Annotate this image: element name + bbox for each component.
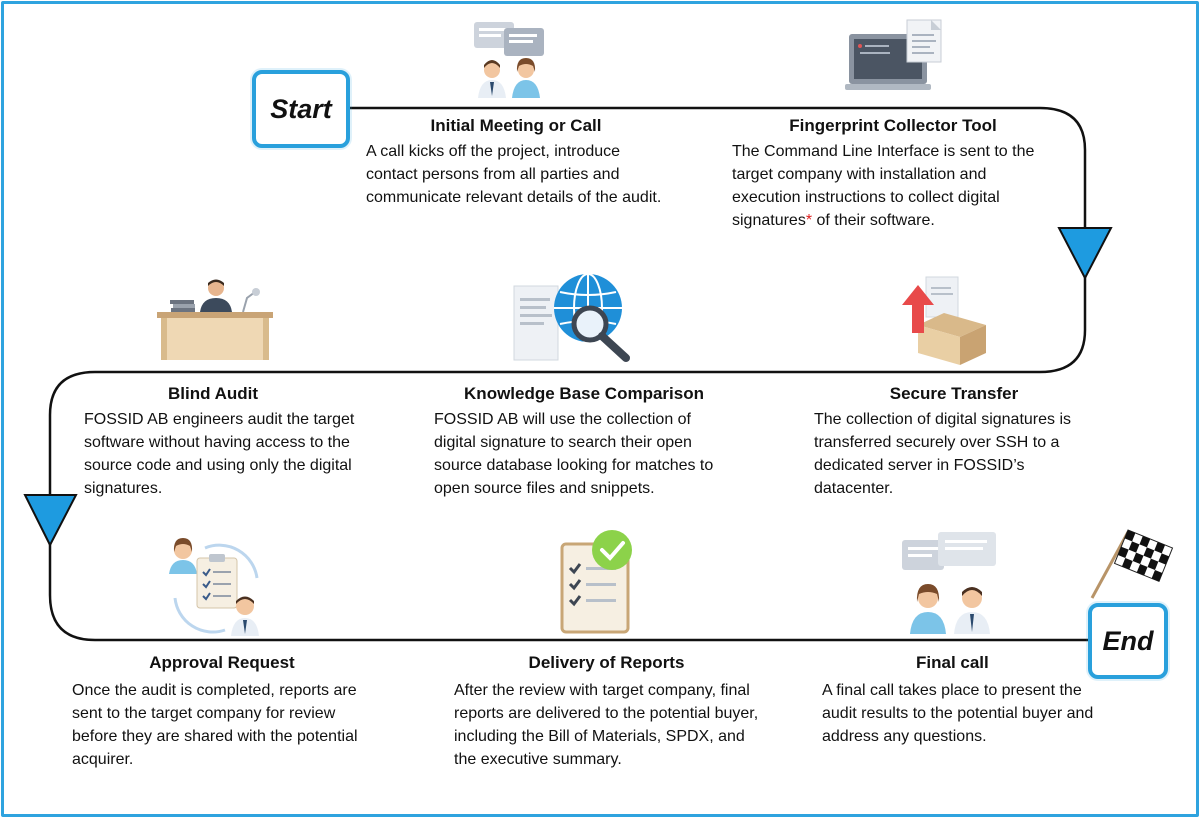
step-title: Knowledge Base Comparison — [464, 384, 704, 403]
step-title: Fingerprint Collector Tool — [789, 116, 997, 135]
step-blind-audit: Blind Audit FOSSID AB engineers audit th… — [84, 384, 384, 500]
step-delivery-of-reports: Delivery of Reports After the review wit… — [454, 653, 759, 771]
step-description: After the review with target company, fi… — [454, 682, 759, 768]
step-title: Blind Audit — [168, 384, 259, 403]
globe-search-icon — [513, 273, 630, 362]
meeting-chat-icon — [474, 22, 544, 98]
step-final-call: Final call A final call takes place to p… — [822, 653, 1102, 748]
step-description: FOSSID AB will use the collection of dig… — [434, 411, 714, 497]
laptop-cli-icon — [845, 19, 942, 90]
step-title: Secure Transfer — [889, 384, 1019, 403]
step-knowledge-base: Knowledge Base Comparison FOSSID AB will… — [434, 384, 734, 500]
final-call-chat-icon — [902, 532, 996, 634]
step-description: The Command Line Interface is sent to th… — [732, 140, 1054, 232]
step-title: Approval Request — [149, 653, 295, 672]
step-title: Final call — [916, 653, 989, 672]
checklist-report-icon — [560, 530, 632, 634]
step-description-text: The Command Line Interface is sent to th… — [732, 143, 1035, 229]
step-title: Delivery of Reports — [528, 653, 685, 672]
office-desk-icon — [157, 279, 273, 360]
start-terminal: Start — [252, 70, 350, 148]
end-terminal: End — [1088, 603, 1168, 679]
step-fingerprint-collector: Fingerprint Collector Tool The Command L… — [732, 116, 1054, 232]
checkered-flag-icon — [1090, 529, 1174, 599]
step-description: FOSSID AB engineers audit the target sof… — [84, 411, 355, 497]
step-secure-transfer: Secure Transfer The collection of digita… — [814, 384, 1094, 500]
step-initial-meeting: Initial Meeting or Call A call kicks off… — [366, 116, 666, 209]
step-approval-request: Approval Request Once the audit is compl… — [72, 653, 372, 771]
step-description: Once the audit is completed, reports are… — [72, 682, 358, 768]
step-description: A call kicks off the project, introduce … — [366, 143, 662, 206]
approval-cycle-icon — [169, 538, 259, 636]
footnote-asterisk: * — [805, 212, 813, 229]
down-arrow-right — [1057, 227, 1113, 281]
step-title: Initial Meeting or Call — [430, 116, 602, 135]
step-description: The collection of digital signatures is … — [814, 411, 1072, 497]
step-description-tail: of their software. — [812, 212, 935, 229]
step-description: A final call takes place to present the … — [822, 682, 1094, 745]
box-upload-icon — [902, 276, 986, 365]
down-arrow-left — [23, 494, 78, 548]
